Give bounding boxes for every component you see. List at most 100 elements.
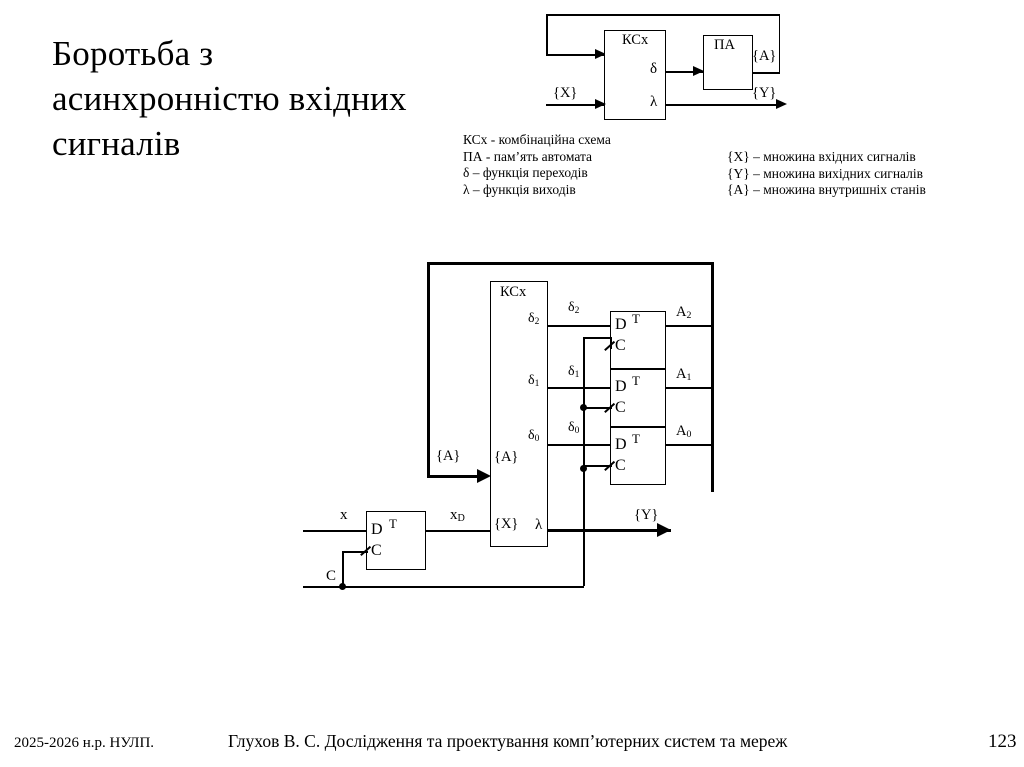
clock-signal-label: C	[326, 568, 337, 584]
legend-line-pa: ПА - пам’ять автомата	[463, 148, 593, 164]
feedback-arrowhead-icon	[595, 48, 606, 59]
clock-junction-bit0	[580, 465, 587, 472]
feedback-into-kcx	[546, 54, 604, 56]
delta-line	[666, 71, 703, 73]
input-signal-label: x	[340, 507, 348, 523]
delta2-bus-label: δ2	[568, 300, 580, 317]
a0-output-wire	[666, 444, 712, 446]
state-feedback-label: {A}	[436, 448, 461, 464]
footer-page-number: 123	[988, 731, 1017, 752]
clock-branch-bit0	[583, 465, 612, 467]
kcx-state-in-label: {A}	[494, 449, 519, 465]
x-input-arrowhead-icon	[595, 98, 606, 109]
input-flipflop-c-label: C	[371, 542, 382, 559]
register-bit0	[610, 427, 666, 485]
feedback-top-rail	[546, 14, 780, 16]
a0-output-text: A0	[676, 423, 692, 441]
main-output-set-label: {Y}	[634, 507, 659, 523]
kcx-block-main	[490, 281, 548, 547]
delta0-bus-label: δ0	[568, 420, 580, 437]
feedback-right-riser	[778, 14, 781, 73]
synchronized-input-text: xD	[450, 507, 465, 525]
legend-line-y: {Y} – множина вихідних сигналів	[727, 165, 924, 181]
register-bit0-d-label: D	[615, 436, 627, 453]
y-output-bus	[548, 529, 657, 532]
top-block-diagram: КСх ПА {X} δ {A} λ {Y}	[0, 0, 1024, 130]
register-bit0-t-label: T	[632, 431, 640, 446]
feedback-left-riser	[546, 14, 548, 55]
y-output-arrowhead-icon-main	[657, 523, 671, 537]
input-flipflop-clock-riser	[342, 551, 344, 586]
top-output-set-label: {Y}	[752, 85, 777, 101]
register-bit2-d-label: D	[615, 316, 627, 333]
y-output-line	[666, 104, 780, 106]
kcx-block	[604, 30, 666, 120]
footer-course-info: 2025-2026 н.р. НУЛП.	[14, 735, 155, 751]
clock-branch-bit2-drop	[610, 337, 613, 349]
kcx-input-in-label: {X}	[494, 516, 519, 532]
a1-output-wire	[666, 387, 712, 389]
clock-trunk-line	[583, 337, 585, 586]
kcx-delta0-port-label: δ0	[528, 428, 540, 445]
kcx-delta0-port: δ0	[528, 429, 539, 445]
input-flipflop-clock-stub	[342, 551, 368, 553]
delta1-bus-label: δ1	[568, 364, 580, 381]
clock-bottom-rail	[303, 586, 584, 588]
y-output-arrowhead-icon	[776, 98, 787, 109]
main-schematic: {A} КСх δ2 δ1 δ0 {A} {X} λ δ2 δ1 δ0 D T …	[303, 262, 714, 590]
legend-line-kcx: КСх - комбінаційна схема	[463, 132, 611, 147]
register-bit2	[610, 311, 666, 369]
state-feedback-into-kcx	[427, 475, 485, 478]
kcx-block-main-label: КСх	[500, 284, 527, 300]
top-state-set-label: {A}	[752, 48, 777, 64]
state-feedback-left-riser	[427, 262, 430, 477]
state-feedback-top-rail	[427, 262, 714, 265]
a2-output-wire	[666, 325, 712, 327]
top-input-set-label: {X}	[553, 85, 578, 101]
register-bit1-t-label: T	[632, 373, 640, 388]
legend-left-column: КСх - комбінаційна схема ПА - пам’ять ав…	[463, 132, 611, 198]
register-bit0-c-label: C	[615, 457, 626, 474]
lambda-port-label: λ	[650, 94, 658, 110]
kcx-delta1-port-label: δ1	[528, 373, 540, 390]
x-input-wire	[303, 530, 367, 532]
pa-block-label: ПА	[714, 37, 735, 53]
a2-output-label: A2	[676, 305, 691, 321]
legend-line-a: {A} – множина внутришніх станів	[727, 182, 926, 197]
delta2-wire	[548, 325, 610, 327]
xd-wire	[426, 530, 490, 532]
register-bit1	[610, 369, 666, 427]
register-bit1-c-label: C	[615, 399, 626, 416]
kcx-delta2-port: δ2	[528, 312, 539, 328]
delta-port-label: δ	[650, 61, 658, 77]
footer-author-title: Глухов В. С. Дослідження та проектування…	[228, 731, 788, 751]
clock-branch-bit1	[583, 407, 612, 409]
state-feedback-arrowhead-icon	[477, 469, 491, 483]
legend-line-x: {X} – множина вхідних сигналів	[727, 149, 916, 164]
register-bit1-d-label: D	[615, 378, 627, 395]
clock-junction-bit1	[580, 404, 587, 411]
legend-line-delta: δ – функція переходів	[463, 165, 588, 180]
a1-output-label: A1	[676, 367, 691, 383]
a0-output-label: A0	[676, 424, 691, 440]
kcx-delta1-port: δ1	[528, 374, 539, 390]
register-bit2-c-label: C	[615, 337, 626, 354]
delta1-wire	[548, 387, 610, 389]
input-flipflop-t-label: T	[389, 516, 397, 531]
delta-arrowhead-icon	[693, 65, 704, 76]
register-bit2-t-label: T	[632, 311, 640, 326]
delta0-wire	[548, 444, 610, 446]
input-flipflop-d-label: D	[371, 521, 383, 538]
legend-line-lambda: λ – функція виходів	[463, 181, 576, 197]
clock-rail-junction	[339, 583, 346, 590]
kcx-delta2-port-label: δ2	[528, 311, 540, 328]
pa-output-to-riser	[733, 72, 780, 74]
legend-right-column: {X} – множина вхідних сигналів {Y} – мно…	[727, 149, 926, 199]
kcx-block-label: КСх	[622, 32, 649, 48]
a1-output-text: A1	[676, 366, 692, 384]
kcx-lambda-out-label: λ	[535, 517, 543, 533]
state-bus-right-riser	[711, 262, 714, 492]
pa-block	[703, 35, 753, 90]
clock-branch-bit2	[583, 337, 612, 339]
a2-output-text: A2	[676, 304, 692, 322]
